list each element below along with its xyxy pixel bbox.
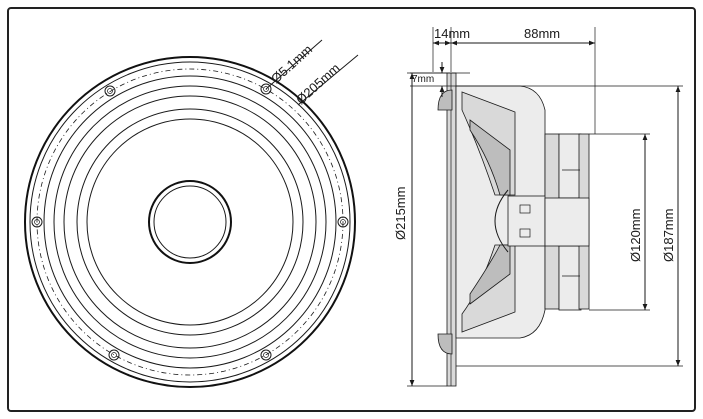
magnet-upper	[558, 133, 582, 199]
cone-inner	[86, 118, 294, 326]
bolt-circle-dimension: Ø205mm	[293, 60, 343, 107]
surround-bottom	[437, 333, 453, 355]
cutout-diameter-dimension: Ø187mm	[661, 209, 676, 262]
mount-hole-dimension: Ø5.1mm	[268, 42, 315, 86]
magnet-diameter-dimension: Ø120mm	[628, 209, 643, 262]
depth-dimension-lines	[432, 27, 596, 134]
mount-hole-icon	[260, 83, 272, 95]
drawing-frame	[7, 7, 696, 412]
dust-cap-outer	[148, 180, 232, 264]
cutout-diameter-dimension-lines	[456, 85, 683, 367]
flange-thickness-dimension: 7mm	[412, 74, 434, 85]
outer-diameter-dimension-lines	[407, 72, 447, 387]
bolt-circle-line	[36, 68, 344, 376]
flange-depth-dimension: 14mm	[434, 26, 470, 41]
mounting-holes	[31, 83, 349, 361]
mount-hole-icon	[260, 349, 272, 361]
dust-cap-profile	[494, 189, 509, 253]
speaker-side-view	[437, 72, 590, 387]
pole-piece	[544, 197, 590, 247]
speaker-front-view	[24, 39, 359, 388]
surround-outer	[53, 85, 327, 359]
frame-rim-inner	[29, 61, 351, 383]
mount-hole-icon	[104, 85, 116, 97]
dust-cap-inner	[153, 185, 227, 259]
hole-leader-line	[265, 39, 323, 90]
mount-hole-icon	[108, 349, 120, 361]
gasket-edge	[43, 75, 337, 369]
basket-spoke-mid-upper	[469, 119, 511, 196]
magnet-lower	[558, 245, 582, 311]
surround-top	[437, 89, 453, 111]
bolt-circle-leader-line	[297, 54, 359, 106]
mount-hole-icon	[337, 216, 349, 228]
magnet-diameter-dimension-lines	[589, 133, 650, 311]
frame-outer-rim	[24, 56, 356, 388]
mount-hole-icon	[31, 216, 43, 228]
surround-inner	[63, 95, 317, 349]
cone-outer	[76, 108, 304, 336]
body-depth-dimension: 88mm	[524, 26, 560, 41]
voice-coil-former	[507, 195, 549, 247]
outer-diameter-dimension: Ø215mm	[393, 187, 408, 240]
basket-spoke-mid-lower	[469, 244, 511, 305]
